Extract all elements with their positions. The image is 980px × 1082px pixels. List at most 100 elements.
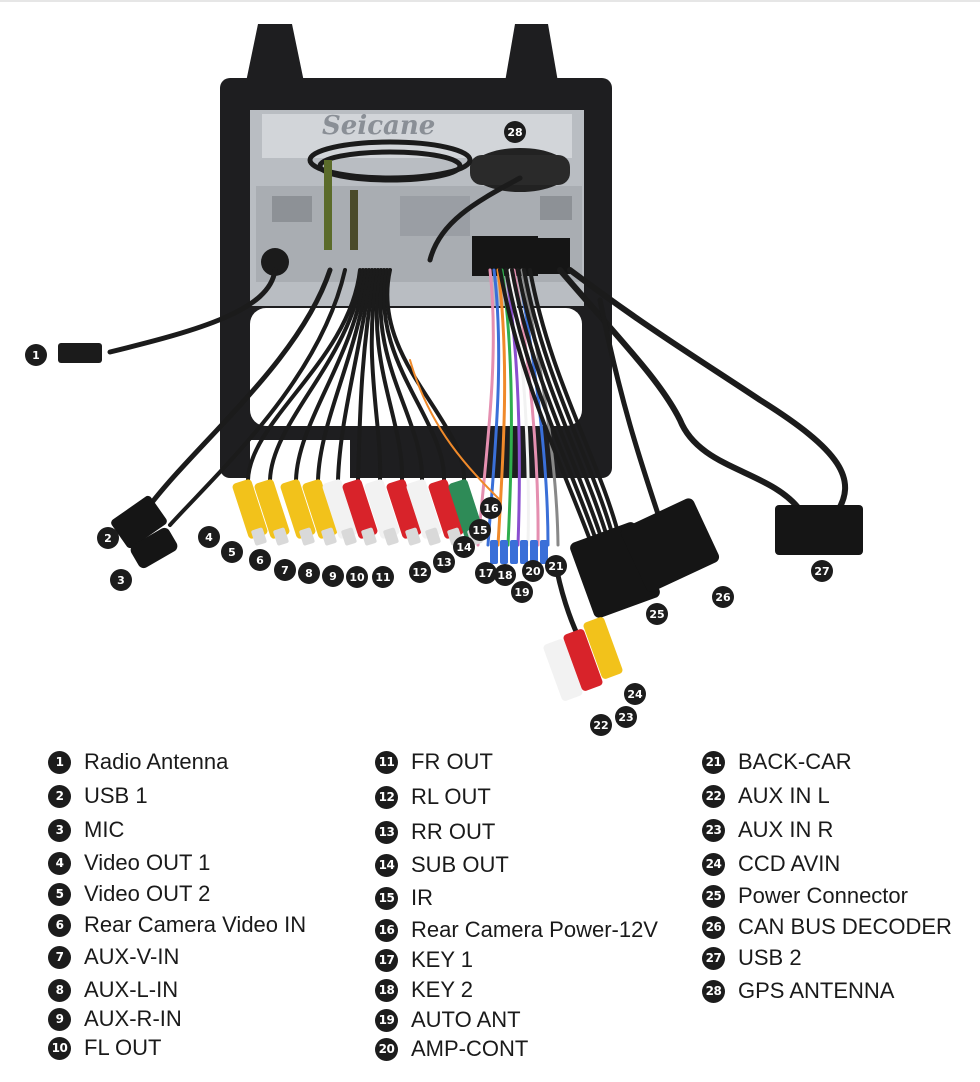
callout-number: 15 [472, 524, 487, 537]
legend-label: AUX IN L [738, 783, 830, 808]
av-cable [378, 268, 425, 482]
legend-number-badge: 28 [702, 979, 725, 1003]
callout-number: 8 [305, 567, 313, 580]
callout-number: 2 [104, 532, 112, 545]
legend-number-badge: 23 [702, 818, 725, 842]
rca-plug [583, 617, 623, 679]
legend-label: KEY 1 [411, 947, 473, 972]
legend-label: AUX-R-IN [84, 1006, 182, 1031]
legend-number-badge: 3 [48, 818, 71, 842]
callout-number: 4 [205, 531, 213, 544]
rca-plug [563, 629, 603, 691]
legend-number-badge: 26 [702, 915, 725, 939]
callout-marker: 4 [198, 526, 220, 548]
mic-cable [168, 268, 347, 527]
callout-marker: 12 [409, 561, 431, 583]
legend-number-badge: 8 [48, 978, 71, 1002]
callout-marker: 24 [624, 683, 646, 705]
callout-marker: 18 [494, 564, 516, 586]
legend-number-badge: 19 [375, 1008, 398, 1032]
av-cable [294, 268, 368, 482]
legend-label: RR OUT [411, 819, 496, 844]
callout-number: 20 [525, 565, 541, 578]
legend-number-badge: 16 [375, 918, 398, 942]
rca-tip [273, 527, 289, 546]
rca-plug [302, 479, 338, 539]
legend-number-badge: 21 [702, 750, 725, 774]
callout-marker: 23 [615, 706, 637, 728]
rca-plug [543, 639, 583, 701]
legend-label: Power Connector [738, 883, 908, 908]
rca-tip [425, 527, 441, 546]
connectors [58, 343, 863, 701]
callout-marker: 10 [346, 566, 368, 588]
legend-label: AUX IN R [738, 817, 834, 842]
head-unit-rear: Seicane [220, 24, 612, 480]
wire-harness [107, 175, 849, 643]
callout-marker: 1 [25, 344, 47, 366]
legend-item: 13 RR OUT [375, 818, 495, 846]
rca-plug [428, 479, 464, 539]
harness-wire [504, 268, 598, 542]
legend-item: 23 AUX IN R [702, 816, 833, 844]
usb-1-plug [111, 495, 167, 549]
legend-number-badge: 7 [48, 945, 71, 969]
legend-label: RL OUT [411, 784, 491, 809]
legend-number-badge: 6 [48, 913, 71, 937]
rca-plug [386, 479, 422, 539]
legend-number-badge: 27 [702, 946, 725, 970]
legend-number-badge: 15 [375, 886, 398, 910]
av-cable [369, 268, 383, 482]
av-cable [374, 268, 405, 482]
callout-number: 3 [117, 574, 125, 587]
callout-marker: 20 [522, 560, 544, 582]
callout-number: 21 [548, 560, 563, 573]
callout-marker: 27 [811, 560, 833, 582]
rca-plug [322, 479, 358, 539]
rca-plug [232, 479, 268, 539]
legend-label: AUX-V-IN [84, 944, 180, 969]
callout-number: 10 [349, 571, 365, 584]
callout-number: 12 [412, 566, 427, 579]
legend-label: AUX-L-IN [84, 977, 179, 1002]
callout-number: 9 [329, 570, 337, 583]
rca-tip [341, 527, 357, 546]
legend-label: MIC [84, 817, 125, 842]
legend-item: 3 MIC [48, 816, 124, 844]
legend-label: KEY 2 [411, 977, 473, 1002]
legend-label: SUB OUT [411, 852, 509, 877]
callout-marker: 22 [590, 714, 612, 736]
harness-wire [510, 268, 604, 542]
legend-number-badge: 18 [375, 978, 398, 1002]
callout-marker: 26 [712, 586, 734, 608]
brand-logo: Seicane [322, 111, 435, 141]
wire-terminal [540, 540, 548, 564]
callout-number: 17 [478, 567, 493, 580]
harness-wire [498, 268, 592, 542]
legend-number-badge: 13 [375, 820, 398, 844]
canbus-decoder [620, 498, 720, 592]
callout-marker: 3 [110, 569, 132, 591]
rca-tip [405, 527, 421, 546]
callout-number: 5 [228, 546, 236, 559]
rca-plug [342, 479, 378, 539]
legend-label: AMP-CONT [411, 1036, 529, 1061]
wire-terminal [530, 540, 538, 564]
radio-antenna-plug [58, 343, 102, 363]
usb-2-cable [557, 267, 803, 513]
legend-label: FR OUT [411, 749, 493, 774]
legend-label: Video OUT 2 [84, 881, 211, 906]
